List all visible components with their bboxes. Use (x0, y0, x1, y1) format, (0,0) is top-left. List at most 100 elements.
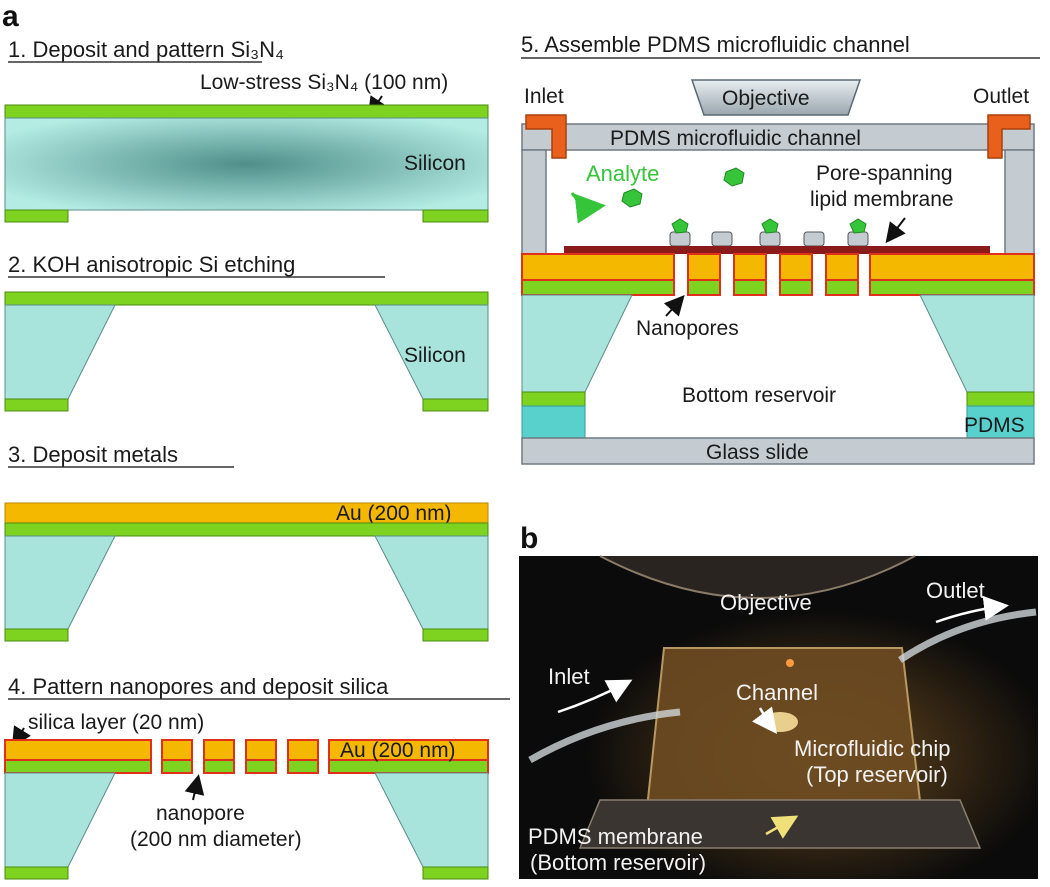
chip-gold-island (687, 253, 721, 281)
step-4-bottom-nitride-left (4, 866, 69, 880)
step-4-silicon-left (4, 772, 116, 868)
lipid-membrane-arrow (885, 217, 906, 244)
step-4-gold-left (4, 739, 152, 761)
receptor (847, 231, 869, 247)
analyte-molecule (621, 188, 643, 208)
chip-nitride-right (869, 279, 1035, 296)
step-3-silicon-right (374, 535, 489, 630)
panel-label-a: a (2, 0, 19, 33)
photo-channel-arrow (752, 706, 777, 735)
step-4-bottom-nitride-right (422, 866, 489, 880)
photo-channel-label: Channel (736, 680, 818, 705)
pdms-channel-right-wall (1004, 149, 1035, 255)
step-4-gold-island (203, 739, 235, 761)
receptor (711, 231, 733, 247)
step-4-nitride-left (4, 759, 152, 774)
chip-gold-island (779, 253, 813, 281)
pdms-label: PDMS (964, 414, 1025, 437)
outlet-label: Outlet (973, 85, 1029, 108)
step-3-bottom-nitride-left (4, 628, 69, 642)
photo-membrane-arrow (765, 815, 799, 839)
panel-label-b: b (520, 522, 538, 555)
photo-outlet-arrow (935, 595, 1009, 624)
chip-nitride-island (733, 279, 767, 296)
step-3-nitride (4, 522, 489, 537)
analyte-flow-arrow (570, 192, 606, 224)
step-2-title: 2. KOH anisotropic Si etching (8, 252, 295, 277)
bound-analyte (849, 218, 867, 234)
step-1-top-nitride (4, 104, 489, 119)
silicon-label-1: Silicon (404, 152, 466, 175)
photo-membrane-sublabel: (Bottom reservoir) (530, 850, 706, 875)
bound-analyte (761, 218, 779, 234)
pdms-channel-left-wall (521, 149, 547, 255)
pdms-channel-label: PDMS microfluidic channel (610, 127, 861, 150)
photo-chip-body (644, 647, 924, 819)
photo-light-spot (786, 659, 794, 667)
nanopore-diameter-label: (200 nm diameter) (130, 828, 302, 851)
step-1-bottom-nitride-left (4, 209, 69, 223)
step-4-gold-island (287, 739, 319, 761)
objective-label: Objective (722, 87, 810, 110)
nanopores-label: Nanopores (636, 317, 739, 340)
chip-gold-island (825, 253, 859, 281)
pore-spanning-label: Pore-spanning (816, 162, 953, 185)
step-3-bottom-nitride-right (422, 628, 489, 642)
chip-nitride-left (521, 279, 675, 296)
step-2-bottom-nitride-right (422, 398, 489, 412)
bottom-reservoir-label: Bottom reservoir (682, 384, 836, 407)
step-1-silicon-wafer (4, 117, 489, 211)
step-2-silicon-left (4, 304, 116, 400)
analyte-molecule (723, 167, 745, 187)
receptor (759, 231, 781, 247)
step-1-title: 1. Deposit and pattern Si₃N₄ (8, 37, 284, 62)
glass-slide (521, 437, 1035, 465)
lipid-membrane-label: lipid membrane (810, 188, 954, 211)
chip-bottom-nitride-right (966, 391, 1035, 407)
photo-chip-label: Microfluidic chip (794, 736, 951, 761)
step-1-bottom-nitride-right (422, 209, 489, 223)
lipid-membrane (564, 246, 990, 254)
nanopore-arrow (184, 774, 205, 801)
step-4-nitride-island (287, 759, 319, 774)
pdms-channel-top (521, 123, 1035, 151)
photo-objective-shape (599, 555, 916, 599)
chip-nitride-island (687, 279, 721, 296)
chip-bottom-nitride-left (521, 391, 586, 407)
photo-membrane-label: PDMS membrane (528, 824, 703, 849)
objective-lens (690, 79, 862, 116)
outlet-tube[interactable] (987, 114, 1031, 159)
photo-inlet-label: Inlet (548, 664, 590, 689)
step-2-bottom-nitride-left (4, 398, 69, 412)
chip-gold-left (521, 253, 675, 281)
chip-gold-island (733, 253, 767, 281)
inlet-tube[interactable] (525, 114, 567, 159)
receptor (669, 231, 691, 247)
inlet-label: Inlet (524, 85, 564, 108)
step-2-top-nitride (4, 291, 489, 306)
au-label-4: Au (200 nm) (340, 739, 456, 762)
bound-analyte (671, 218, 689, 234)
step-5-title: 5. Assemble PDMS microfluidic channel (521, 32, 910, 57)
chip-gold-right (869, 253, 1035, 281)
silica-layer-label: silica layer (20 nm) (28, 711, 204, 734)
analyte-label: Analyte (586, 161, 659, 186)
chip-nitride-island (779, 279, 813, 296)
chip-nitride-island (825, 279, 859, 296)
chip-silicon-right (919, 294, 1035, 393)
photo-inlet-tube (528, 708, 681, 764)
step-4-nitride-island (245, 759, 277, 774)
low-stress-nitride-label: Low-stress Si₃N₄ (100 nm) (200, 71, 448, 94)
step-4-nitride-island (161, 759, 193, 774)
photo-outlet-tube (898, 608, 1037, 663)
step-3-title: 3. Deposit metals (8, 442, 178, 467)
step-4-nitride-island (203, 759, 235, 774)
nanopores-arrow (663, 295, 685, 317)
step-4-title: 4. Pattern nanopores and deposit silica (8, 674, 389, 699)
step-4-silicon-right (374, 772, 489, 868)
receptor (803, 231, 825, 247)
pdms-spacer-left (521, 405, 586, 439)
step-3-silicon-left (4, 535, 116, 630)
silicon-label-2: Silicon (404, 344, 466, 367)
